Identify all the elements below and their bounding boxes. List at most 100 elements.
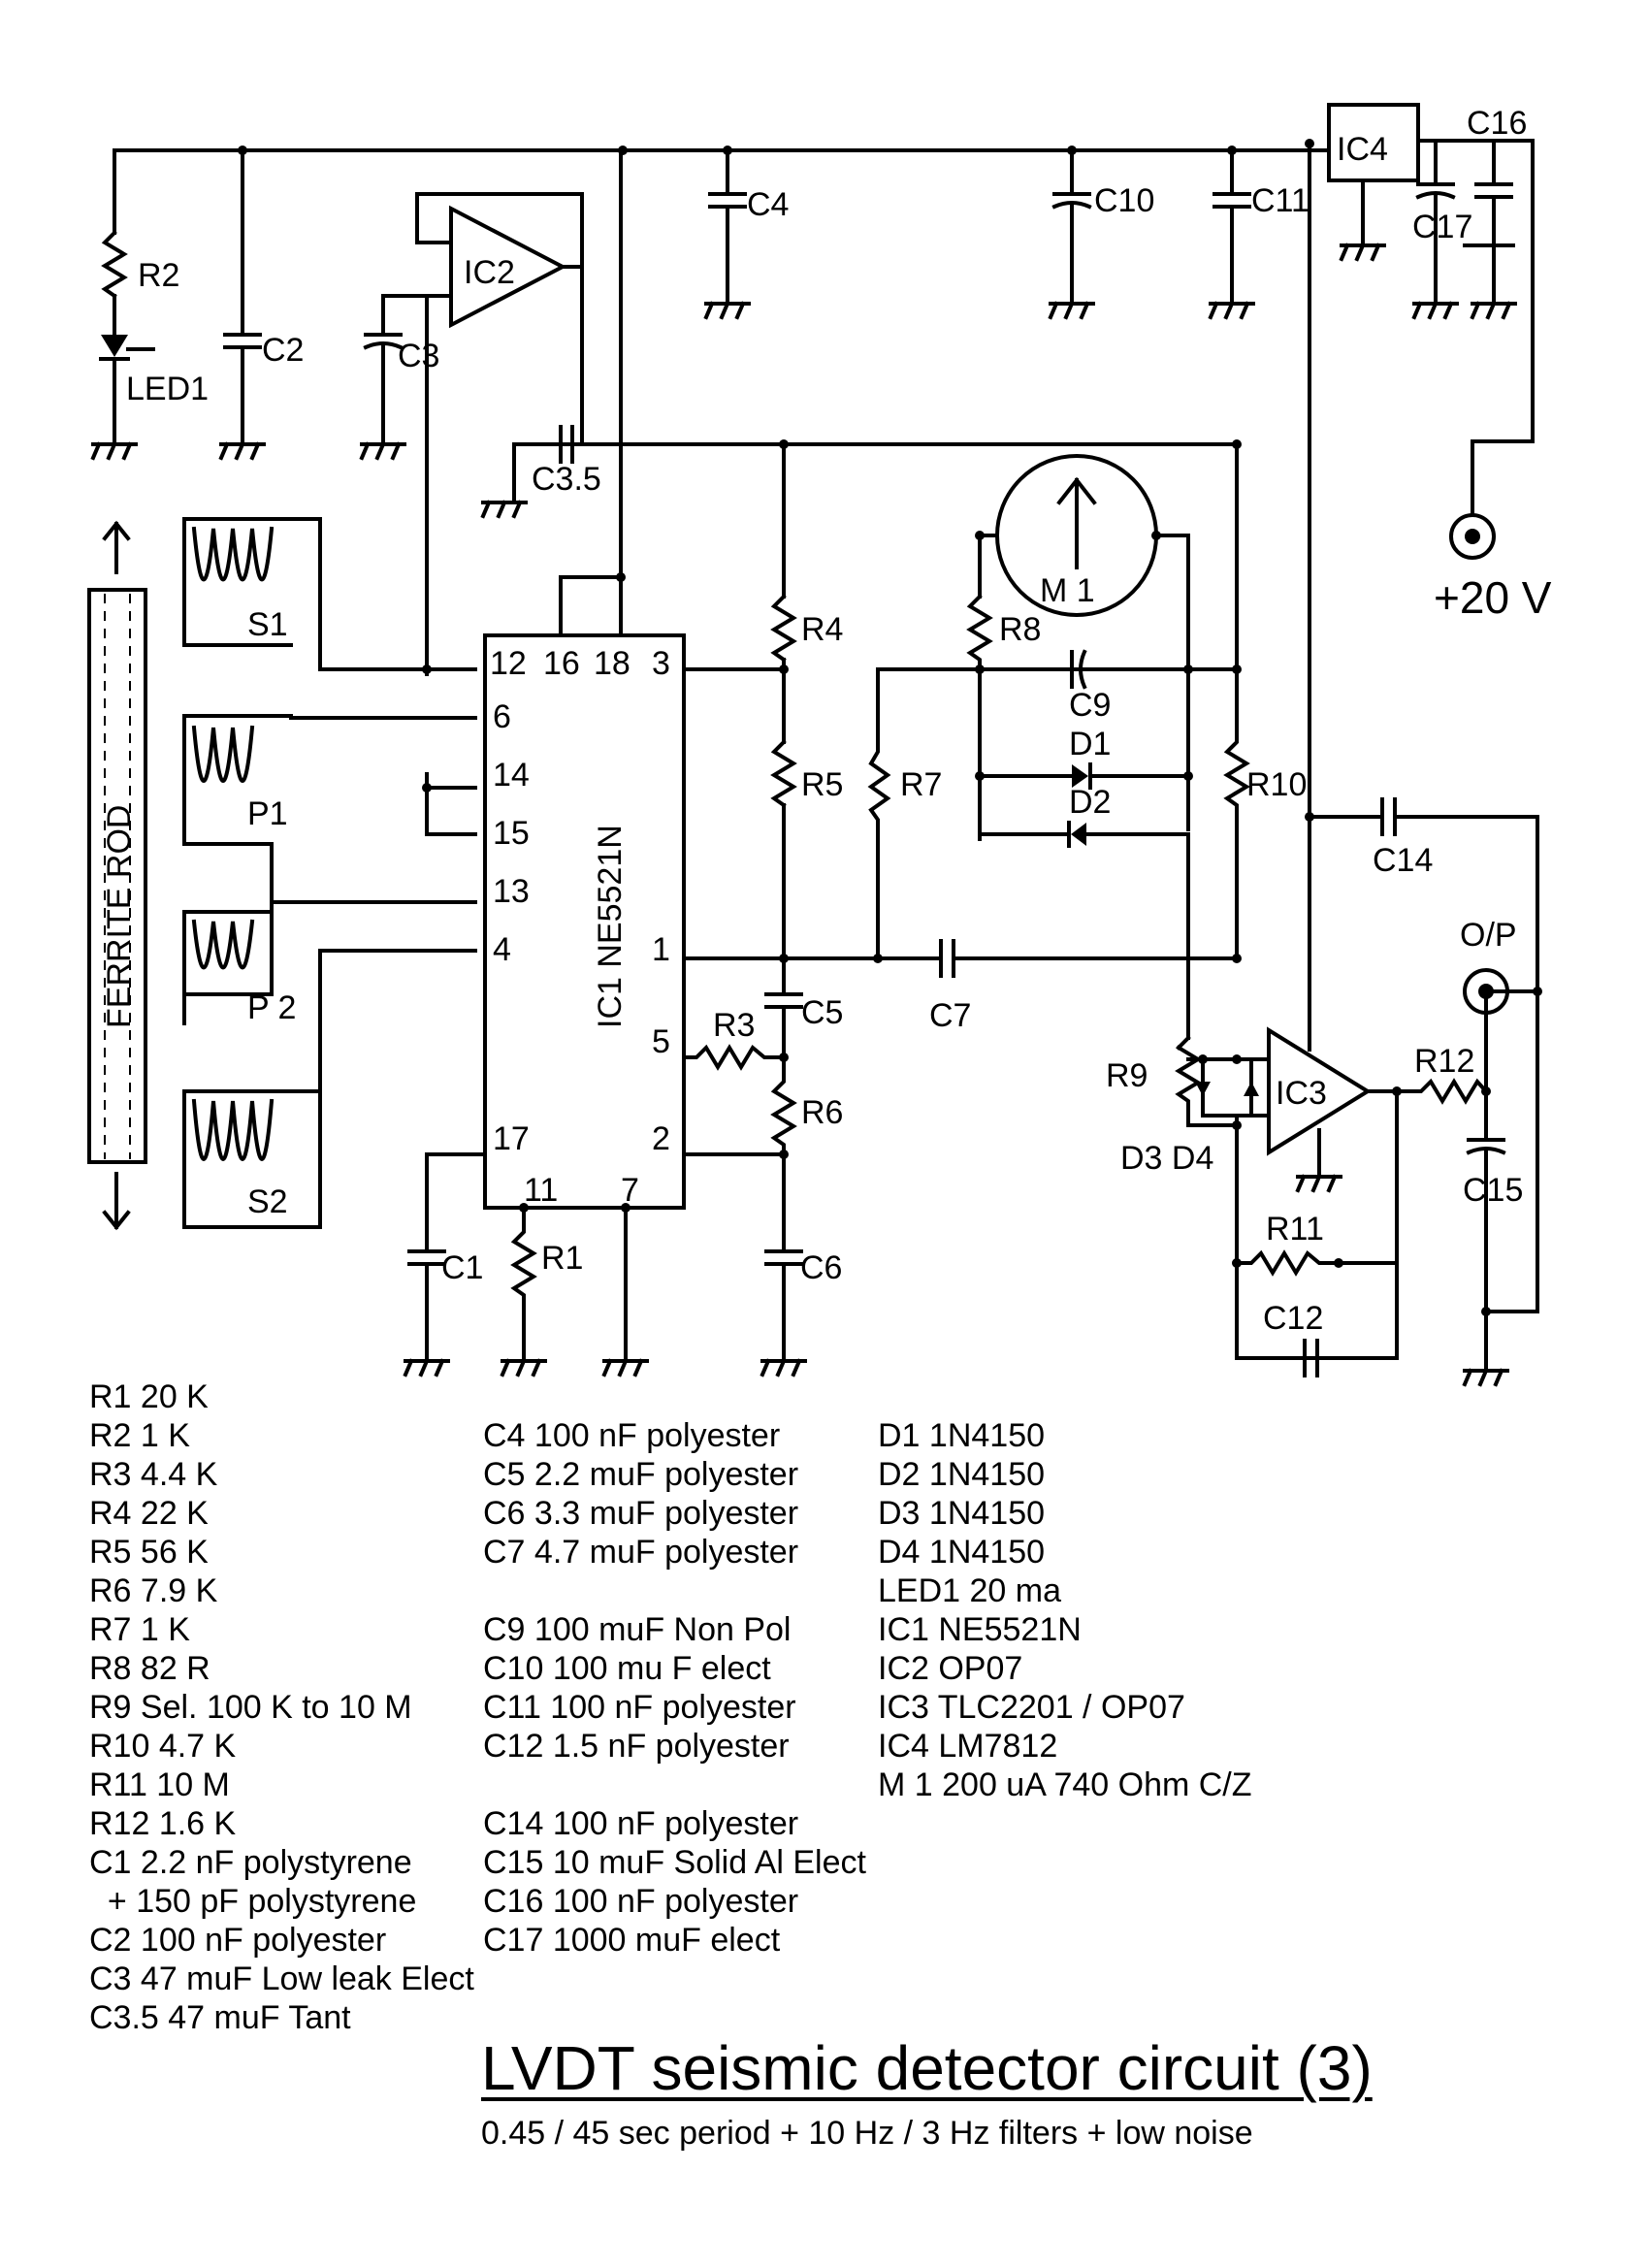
parts-list-item: LED1 20 ma xyxy=(878,1572,1061,1609)
label-c1: C1 xyxy=(441,1249,483,1286)
supply-rail xyxy=(113,139,1331,155)
label-plus20v: +20 V xyxy=(1434,572,1552,623)
pin-2: 2 xyxy=(652,1120,670,1157)
label-r7: R7 xyxy=(900,766,942,803)
label-r4: R4 xyxy=(801,611,843,648)
label-c2: C2 xyxy=(262,332,304,369)
parts-list-item: R11 10 M xyxy=(89,1766,230,1803)
label-c14: C14 xyxy=(1373,842,1433,879)
parts-list-item: C10 100 mu F elect xyxy=(483,1650,771,1687)
diagram-subtitle: 0.45 / 45 sec period + 10 Hz / 3 Hz filt… xyxy=(481,2115,1253,2152)
pin-17: 17 xyxy=(493,1120,530,1157)
parts-list-item: R10 4.7 K xyxy=(89,1728,237,1765)
label-ic4: IC4 xyxy=(1337,131,1388,168)
pin-4: 4 xyxy=(493,931,511,968)
parts-list-item: R8 82 R xyxy=(89,1650,210,1687)
parts-list-item: C16 100 nF polyester xyxy=(483,1883,799,1920)
c5-capacitor xyxy=(764,992,803,1064)
parts-list-item: D3 1N4150 xyxy=(878,1495,1046,1532)
parts-list-item: C5 2.2 muF polyester xyxy=(483,1456,799,1493)
label-s2: S2 xyxy=(247,1183,288,1220)
parts-list-item: C2 100 nF polyester xyxy=(89,1922,387,1959)
c9-d1-d2 xyxy=(975,649,1193,848)
parts-list-item: C11 100 nF polyester xyxy=(483,1689,796,1726)
parts-list-item: IC4 LM7812 xyxy=(878,1728,1058,1765)
parts-list-item: R2 1 K xyxy=(89,1417,190,1454)
pin-6: 6 xyxy=(493,698,511,735)
parts-list-item xyxy=(483,1571,866,1610)
output-stage xyxy=(1395,968,1539,1386)
label-r2: R2 xyxy=(138,257,179,294)
parts-list-item: C7 4.7 muF polyester xyxy=(483,1534,799,1571)
label-r11: R11 xyxy=(1266,1211,1324,1247)
parts-list-item: R9 Sel. 100 K to 10 M xyxy=(89,1689,412,1726)
label-ic2: IC2 xyxy=(464,254,515,291)
r4-r5-divider xyxy=(770,442,797,996)
label-r10: R10 xyxy=(1246,766,1307,803)
parts-list-item: R6 7.9 K xyxy=(89,1572,218,1609)
label-op: O/P xyxy=(1460,917,1517,954)
label-c3: C3 xyxy=(398,338,439,374)
label-r3: R3 xyxy=(713,1007,755,1044)
label-d2: D2 xyxy=(1069,784,1111,821)
parts-list-item: C1 2.2 nF polystyrene xyxy=(89,1844,412,1881)
label-c11: C11 xyxy=(1251,182,1310,219)
parts-list-item xyxy=(483,1766,866,1804)
parts-list-item: R5 56 K xyxy=(89,1534,209,1571)
parts-list-item: C9 100 muF Non Pol xyxy=(483,1611,792,1648)
c6-capacitor xyxy=(760,1249,807,1377)
parts-list-item: R1 20 K xyxy=(89,1378,209,1415)
parts-list-item: C3 47 muF Low leak Elect xyxy=(89,1960,474,1997)
pin-13: 13 xyxy=(493,873,530,910)
label-p1: P1 xyxy=(247,795,288,832)
parts-list-item: R12 1.6 K xyxy=(89,1805,237,1842)
r1-resistor xyxy=(501,1203,649,1377)
parts-list-item: C15 10 muF Solid Al Elect xyxy=(483,1844,866,1881)
parts-list-item: IC3 TLC2201 / OP07 xyxy=(878,1689,1185,1726)
label-c5: C5 xyxy=(801,994,843,1031)
pin-14: 14 xyxy=(493,757,530,794)
label-c16: C16 xyxy=(1467,105,1527,142)
r10-resistor xyxy=(1223,439,1250,960)
label-c9: C9 xyxy=(1069,687,1111,724)
pin-7: 7 xyxy=(621,1172,639,1209)
parts-list-item: C12 1.5 nF polyester xyxy=(483,1728,790,1765)
parts-list-item: C6 3.3 muF polyester xyxy=(483,1495,799,1532)
label-c10: C10 xyxy=(1094,182,1154,219)
parts-list-item: C4 100 nF polyester xyxy=(483,1417,781,1454)
parts-list-item: M 1 200 uA 740 Ohm C/Z xyxy=(878,1766,1252,1803)
label-c7: C7 xyxy=(929,997,971,1034)
label-c3-5: C3.5 xyxy=(532,461,601,498)
label-d3-d4: D3 D4 xyxy=(1120,1140,1213,1177)
parts-list-item: C17 1000 muF elect xyxy=(483,1922,781,1959)
label-led1: LED1 xyxy=(126,371,209,407)
meter-m1 xyxy=(966,454,1190,841)
label-c15: C15 xyxy=(1463,1172,1523,1209)
c2-capacitor xyxy=(219,148,266,460)
label-r1: R1 xyxy=(541,1240,583,1277)
r6-resistor xyxy=(682,1060,797,1253)
label-r5: R5 xyxy=(801,766,843,803)
label-r8: R8 xyxy=(999,611,1041,648)
pin-3: 3 xyxy=(652,645,670,682)
label-r12: R12 xyxy=(1414,1043,1474,1080)
pin-16: 16 xyxy=(543,645,580,682)
pin-1: 1 xyxy=(652,931,670,968)
c11-capacitor xyxy=(1209,148,1255,319)
label-c6: C6 xyxy=(800,1249,842,1286)
parts-list-item: + 150 pF polystyrene xyxy=(89,1883,417,1920)
parts-list-item: R3 4.4 K xyxy=(89,1456,218,1493)
label-ferrite-rod: FERRITE ROD xyxy=(101,805,138,1028)
parts-list-item: IC1 NE5521N xyxy=(878,1611,1082,1648)
label-p2: P 2 xyxy=(247,989,296,1026)
label-ic3: IC3 xyxy=(1276,1075,1327,1112)
parts-list-item: D1 1N4150 xyxy=(878,1417,1046,1454)
c3-5-capacitor xyxy=(481,425,1239,518)
ferrite-rod xyxy=(87,520,147,1231)
label-c17: C17 xyxy=(1412,209,1472,245)
r2-led1-branch xyxy=(91,148,155,460)
label-c4: C4 xyxy=(747,186,789,223)
